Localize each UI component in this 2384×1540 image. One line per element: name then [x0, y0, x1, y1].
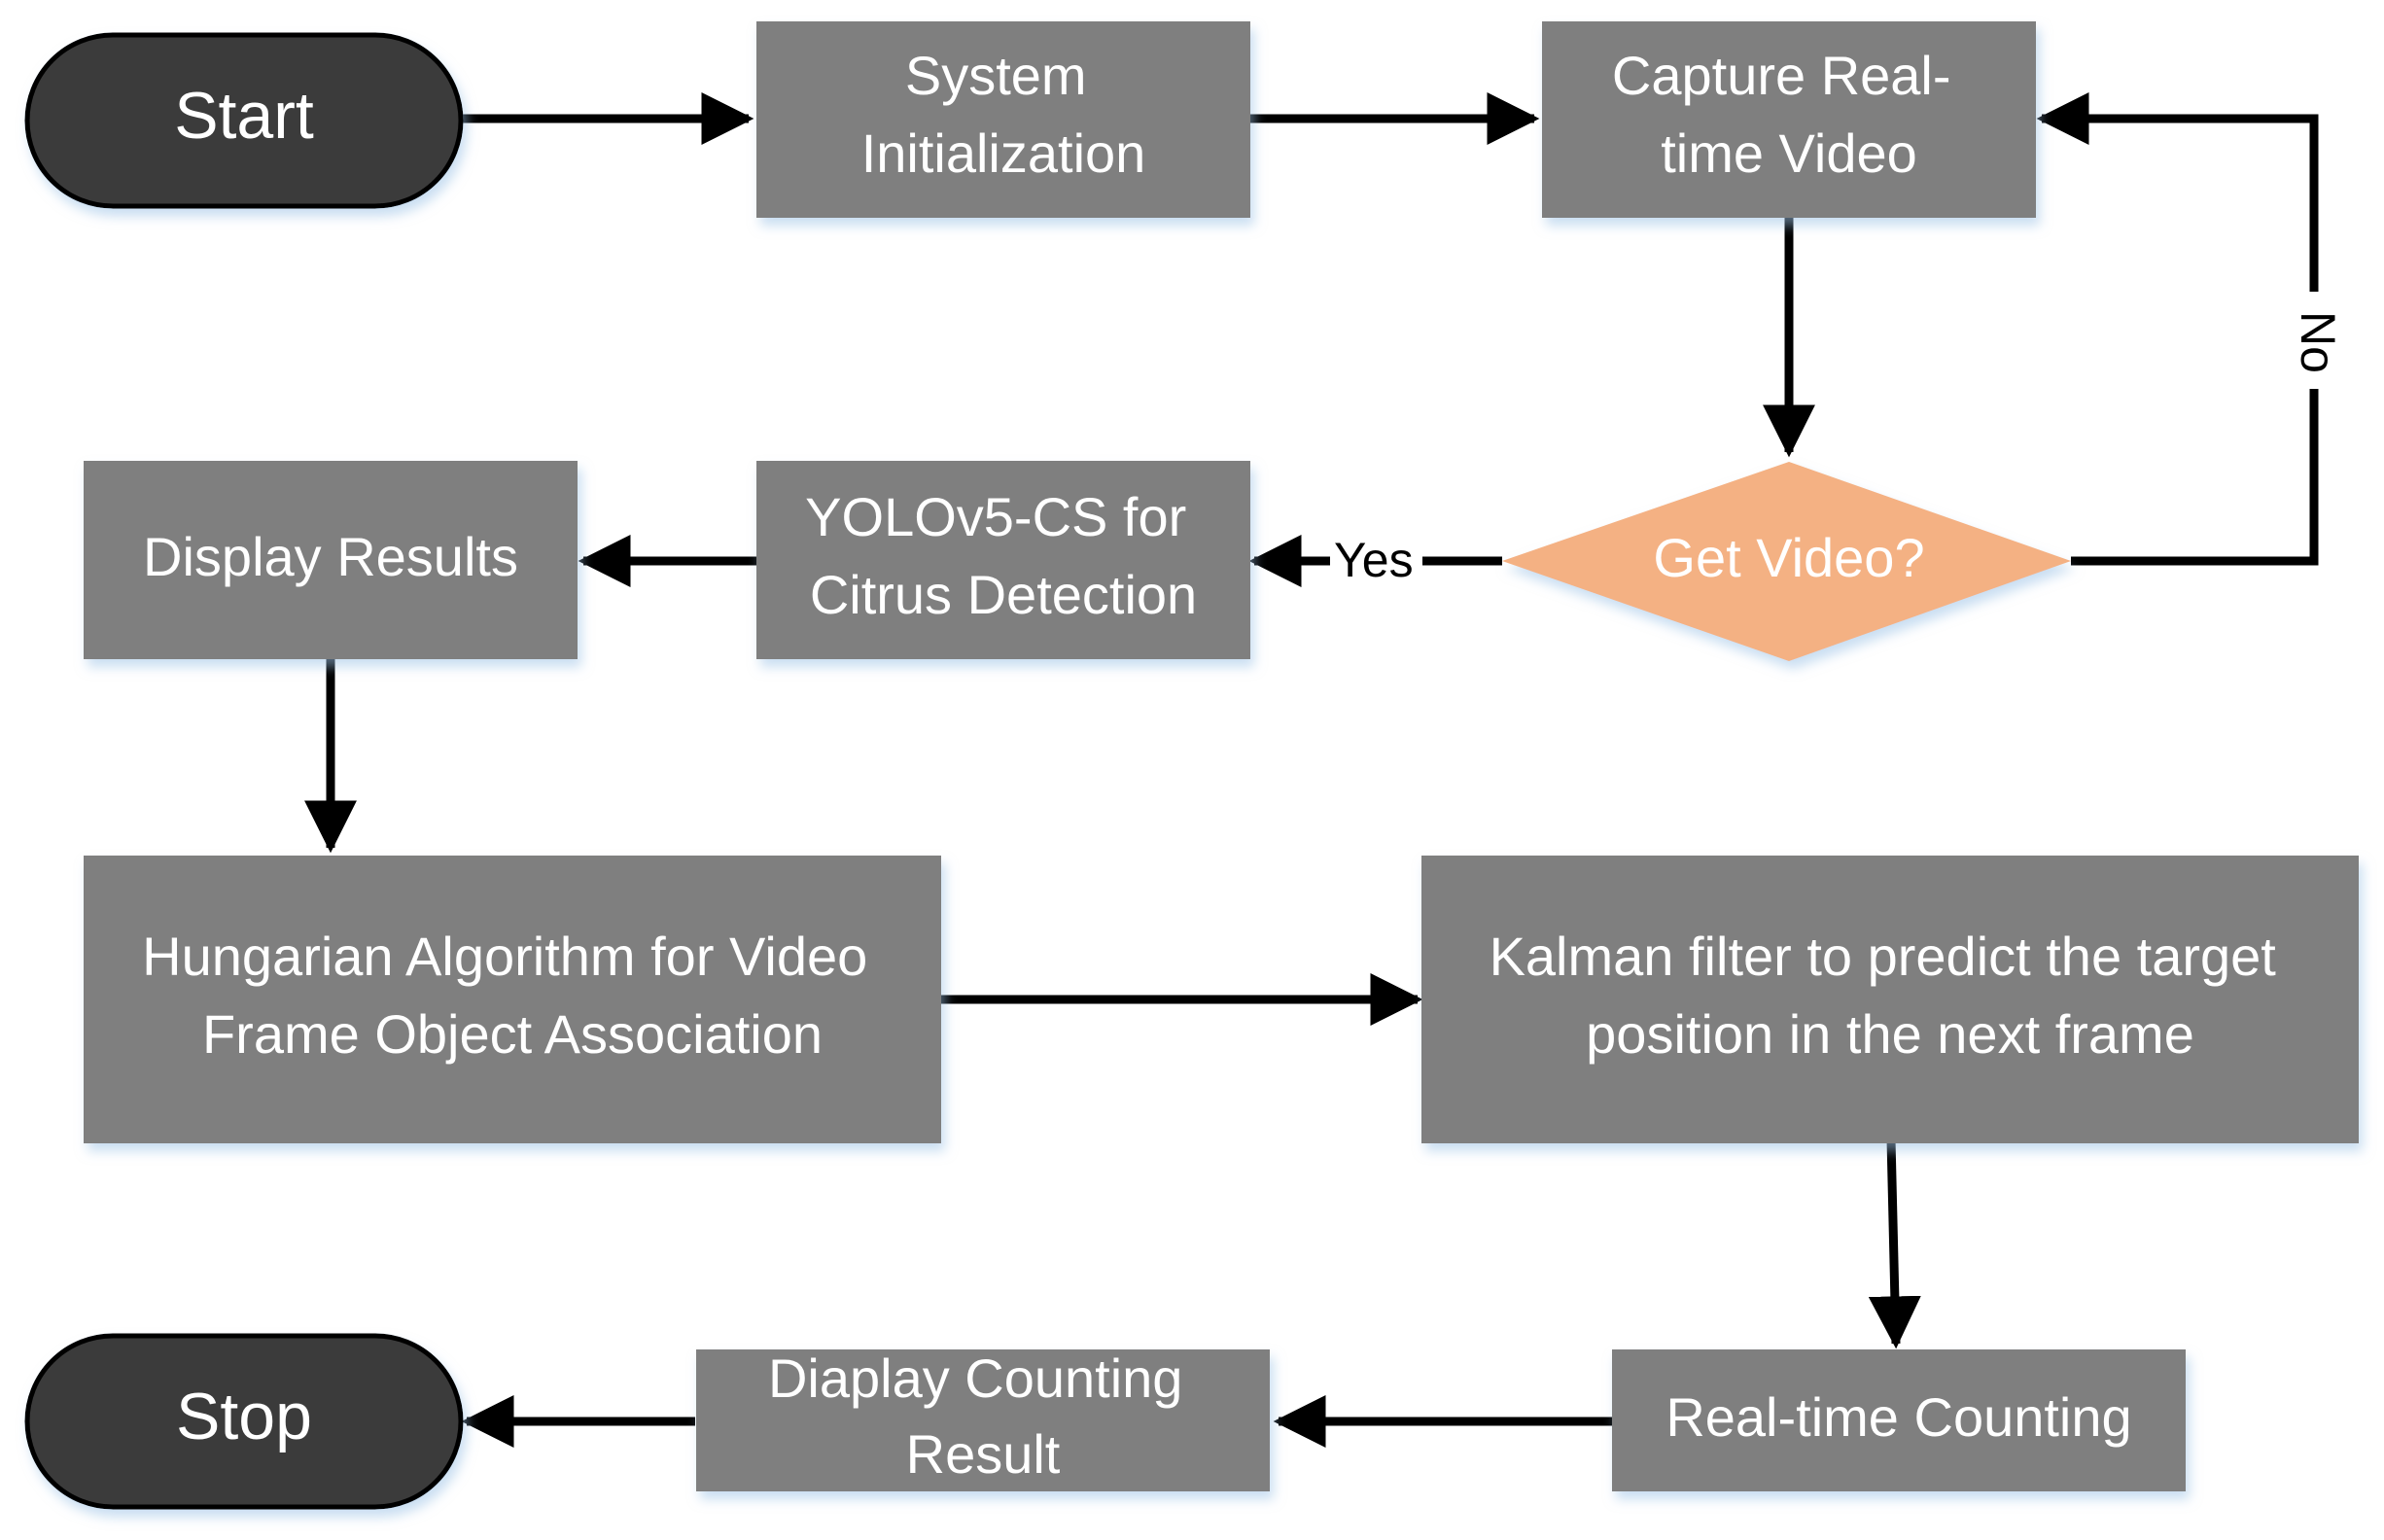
svg-text:YOLOv5-CS for Citrus Detec: YOLOv5-CS for Citrus Detection [805, 486, 1202, 625]
svg-text:Capture Real- time Video: Capture Real- time Video [1612, 45, 1966, 184]
display-node [84, 461, 578, 659]
kalman-label-line2: position in the next frame [1586, 1003, 2194, 1065]
capture-label-line1: Capture Real- [1612, 45, 1951, 106]
start-label: Start [174, 79, 314, 153]
svg-text:Kalman filter to predict the t: Kalman filter to predict the target posi… [1490, 926, 2292, 1065]
yolo-label-line1: YOLOv5-CS for [805, 486, 1186, 547]
kalman-node [1421, 856, 2359, 1143]
decision-node [1502, 462, 2071, 661]
arrow-decision-no-loop [2036, 92, 2319, 566]
yolo-label-line2: Citrus Detection [810, 564, 1197, 625]
kalman-label-line1: Kalman filter to predict the target [1490, 926, 2277, 987]
yolo-node [756, 461, 1250, 659]
stop-node [24, 1333, 464, 1510]
init-label-line1: System [905, 45, 1087, 106]
start-node [24, 32, 464, 209]
hungarian-label-line2: Frame Object Association [202, 1003, 823, 1065]
stop-label: Stop [176, 1380, 312, 1453]
counting-node [1612, 1349, 2186, 1491]
init-label-line2: Initialization [861, 122, 1146, 184]
yes-label: Yes [1334, 533, 1414, 587]
no-label: No [2291, 311, 2345, 373]
diaplay-label-line2: Result [906, 1423, 1061, 1485]
init-node [756, 21, 1250, 218]
svg-text:System Initialization: System Initialization [861, 45, 1146, 184]
diaplay-node [696, 1349, 1270, 1491]
svg-text:Hungarian Algorithm for Video: Hungarian Algorithm for Video Frame Obje… [142, 926, 883, 1065]
capture-node [1542, 21, 2036, 218]
display-label: Display Results [143, 526, 518, 587]
decision-label: Get Video? [1653, 527, 1924, 588]
diaplay-label-line1: Diaplay Counting [768, 1348, 1182, 1409]
capture-label-line2: time Video [1661, 122, 1917, 184]
hungarian-label-line1: Hungarian Algorithm for Video [142, 926, 867, 987]
counting-label: Real-time Counting [1665, 1386, 2131, 1448]
svg-text:Diaplay Counting Result: Diaplay Counting Result [768, 1348, 1198, 1485]
arrow-kalman-to-counting [1868, 1138, 1921, 1349]
hungarian-node [84, 856, 941, 1143]
